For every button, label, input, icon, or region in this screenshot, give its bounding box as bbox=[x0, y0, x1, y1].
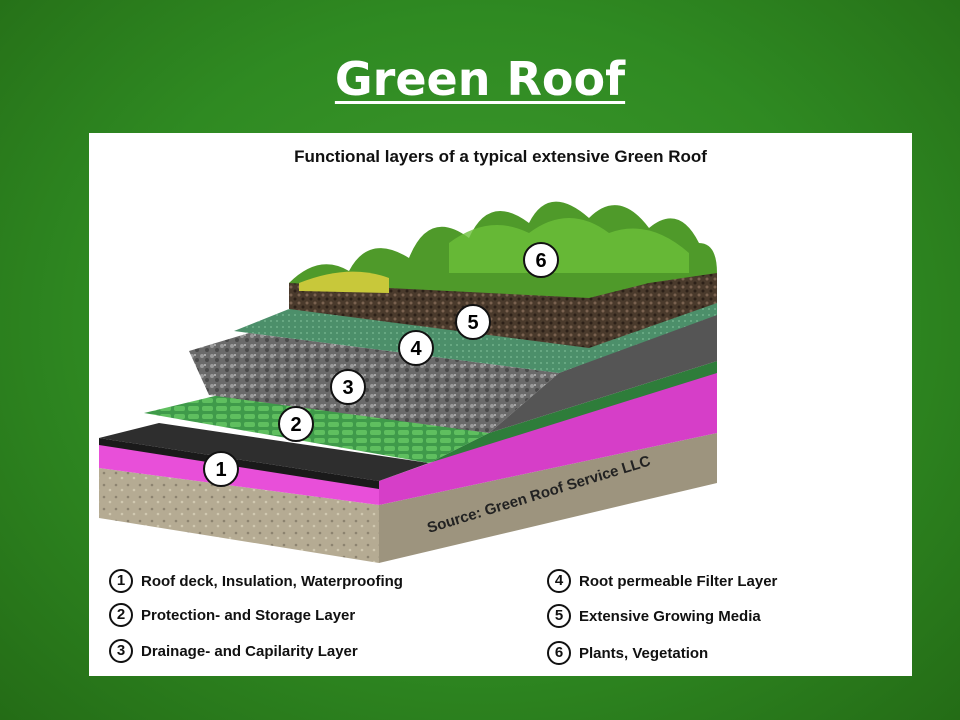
waterproofing-layer bbox=[99, 443, 379, 505]
legend-item-2: 2 Protection- and Storage Layer bbox=[109, 603, 355, 627]
drainage-side bbox=[489, 313, 717, 433]
storage-side bbox=[429, 361, 717, 463]
yellow-flowers bbox=[299, 271, 389, 293]
svg-text:5: 5 bbox=[467, 312, 478, 334]
legend-item-3: 3 Drainage- and Capilarity Layer bbox=[109, 639, 358, 663]
legend-number: 6 bbox=[547, 641, 571, 665]
vegetation-highlight bbox=[449, 218, 689, 273]
membrane-top bbox=[99, 423, 429, 481]
legend-number: 4 bbox=[547, 569, 571, 593]
callout-5: 5 bbox=[455, 304, 491, 340]
legend-number: 2 bbox=[109, 603, 133, 627]
legend-number: 3 bbox=[109, 639, 133, 663]
storage-layer bbox=[144, 395, 489, 463]
diagram-panel: Functional layers of a typical extensive… bbox=[89, 133, 912, 676]
legend-label: Roof deck, Insulation, Waterproofing bbox=[141, 572, 403, 590]
legend-item-6: 6 Plants, Vegetation bbox=[547, 641, 708, 665]
drainage-layer bbox=[189, 333, 559, 433]
roof-deck-side bbox=[379, 433, 717, 563]
svg-text:6: 6 bbox=[535, 250, 546, 272]
legend-label: Drainage- and Capilarity Layer bbox=[141, 642, 358, 660]
membrane-edge bbox=[99, 438, 379, 489]
callout-2: 2 bbox=[278, 406, 314, 442]
legend-item-5: 5 Extensive Growing Media bbox=[547, 604, 761, 628]
diagram-title: Functional layers of a typical extensive… bbox=[294, 147, 707, 166]
callout-4: 4 bbox=[398, 330, 434, 366]
legend-item-4: 4 Root permeable Filter Layer bbox=[547, 569, 777, 593]
legend-label: Extensive Growing Media bbox=[579, 607, 761, 625]
green-roof-illustration: 1 2 3 4 5 6 Source: Green Roof Service L… bbox=[99, 201, 717, 563]
legend-number: 1 bbox=[109, 569, 133, 593]
slide-title: Green Roof bbox=[334, 52, 626, 106]
roof-deck-layer bbox=[99, 468, 379, 563]
legend-label: Root permeable Filter Layer bbox=[579, 572, 778, 590]
svg-text:4: 4 bbox=[410, 338, 422, 360]
callout-1: 1 bbox=[203, 451, 239, 487]
svg-text:1: 1 bbox=[215, 459, 226, 481]
svg-text:2: 2 bbox=[290, 414, 301, 436]
legend-number: 5 bbox=[547, 604, 571, 628]
callout-6: 6 bbox=[523, 242, 559, 278]
legend-label: Plants, Vegetation bbox=[579, 644, 709, 662]
legend-item-1: 1 Roof deck, Insulation, Waterproofing bbox=[109, 569, 403, 593]
callout-3: 3 bbox=[330, 369, 366, 405]
svg-text:3: 3 bbox=[342, 377, 353, 399]
legend-label: Protection- and Storage Layer bbox=[141, 606, 356, 624]
